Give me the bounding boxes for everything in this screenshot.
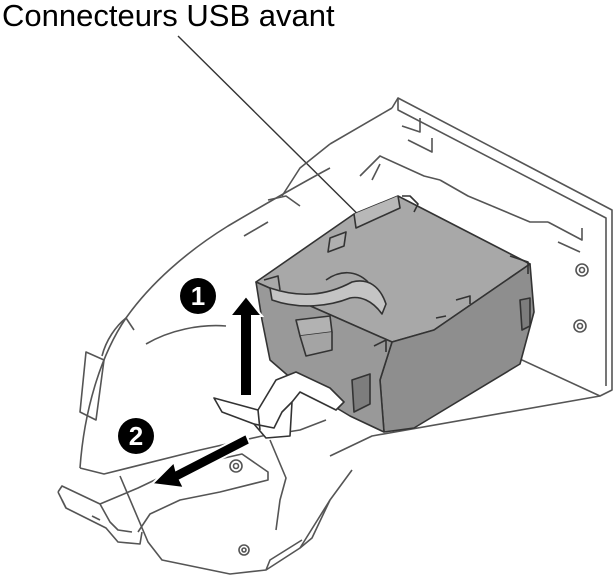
usb-connector-module [255, 195, 535, 433]
step-2-number: 2 [129, 421, 143, 451]
chassis-bracket [57, 97, 613, 575]
step-1-badge: 1 [180, 278, 216, 314]
pull-out-arrow [149, 432, 252, 490]
release-clip [213, 371, 345, 439]
step-2-badge: 2 [118, 418, 154, 454]
callout-label: Connecteurs USB avant [2, 0, 335, 33]
lift-up-arrow [227, 294, 265, 397]
step-1-number: 1 [191, 281, 205, 311]
